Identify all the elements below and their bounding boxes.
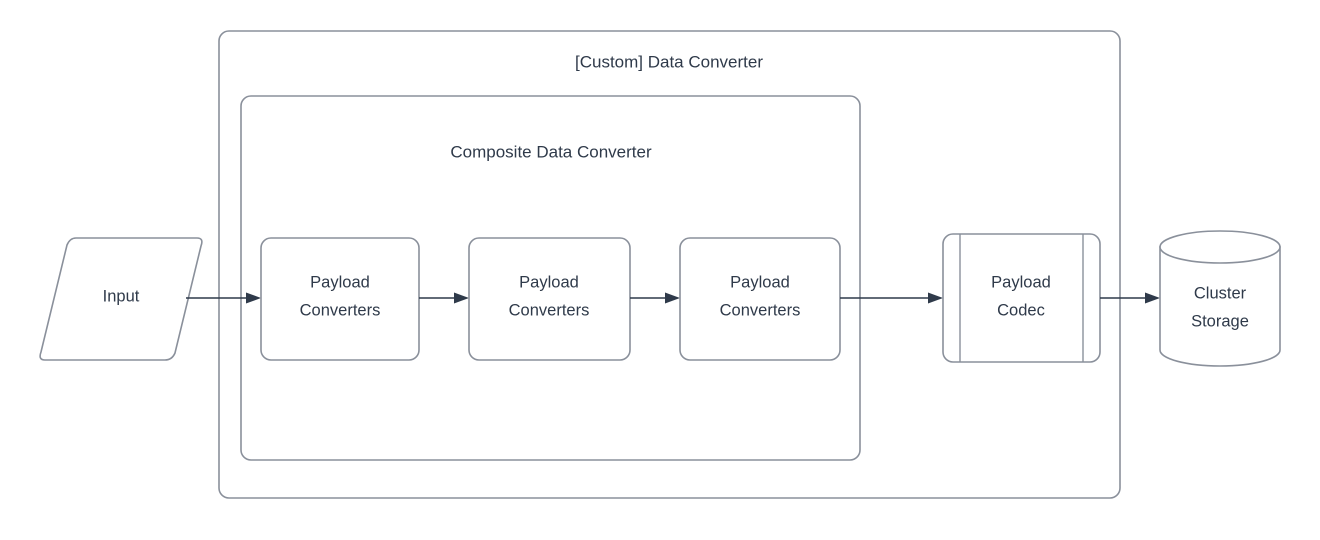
cluster-storage-body [1159, 246, 1281, 367]
edge-input-to-payload-converters-1 [186, 292, 261, 304]
payload-converters-2-label-line1: Payload [519, 273, 579, 291]
payload-converters-3-shape [679, 237, 841, 361]
arrow-head-icon [665, 292, 680, 304]
node-input[interactable]: Input [39, 237, 203, 361]
arrow-head-icon [454, 292, 469, 304]
payload-converters-3-label-line2: Converters [720, 301, 801, 319]
arrow-head-icon [246, 292, 261, 304]
input-label: Input [103, 287, 140, 305]
payload-converters-1-shape [260, 237, 420, 361]
container-custom-data-converter[interactable]: [Custom] Data Converter [218, 30, 1121, 499]
node-payload-converters-2[interactable]: Payload Converters [468, 237, 631, 361]
edge-payload-converters-2-to-3 [630, 292, 680, 304]
custom-data-converter-border [218, 30, 1121, 499]
payload-converters-2-shape [468, 237, 631, 361]
payload-converters-1-label-line2: Converters [300, 301, 381, 319]
cluster-storage-top-ellipse [1159, 230, 1281, 264]
payload-codec-shape [942, 233, 1101, 363]
payload-codec-label-line1: Payload [991, 273, 1051, 291]
cluster-storage-label-line1: Cluster [1194, 284, 1247, 302]
composite-data-converter-label: Composite Data Converter [450, 142, 652, 161]
cluster-storage-label-line2: Storage [1191, 312, 1249, 330]
custom-data-converter-label: [Custom] Data Converter [575, 52, 763, 71]
composite-data-converter-border [240, 95, 861, 461]
edge-payload-converters-3-to-payload-codec [840, 292, 943, 304]
edge-payload-converters-1-to-2 [419, 292, 469, 304]
arrow-head-icon [1145, 292, 1160, 304]
payload-converters-1-label-line1: Payload [310, 273, 370, 291]
payload-converters-2-label-line2: Converters [509, 301, 590, 319]
node-payload-converters-1[interactable]: Payload Converters [260, 237, 420, 361]
edge-payload-codec-to-cluster-storage [1100, 292, 1160, 304]
node-payload-converters-3[interactable]: Payload Converters [679, 237, 841, 361]
container-composite-data-converter[interactable]: Composite Data Converter [240, 95, 861, 461]
node-cluster-storage[interactable]: Cluster Storage [1159, 230, 1281, 367]
input-shape [39, 237, 203, 361]
payload-converters-3-label-line1: Payload [730, 273, 790, 291]
arrow-head-icon [928, 292, 943, 304]
node-payload-codec[interactable]: Payload Codec [942, 233, 1101, 363]
payload-codec-label-line2: Codec [997, 301, 1045, 319]
